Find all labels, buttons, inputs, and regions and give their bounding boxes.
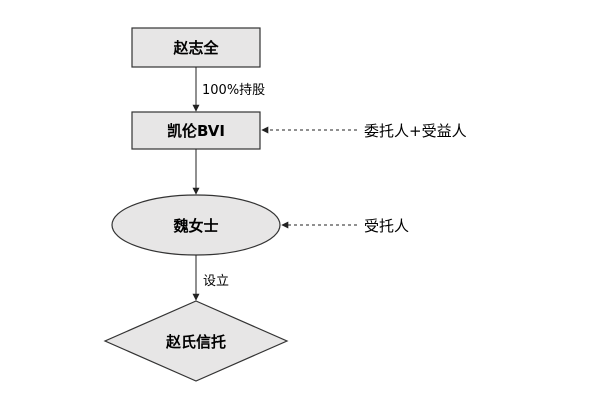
node-kailun-bvi-label: 凯伦BVI bbox=[167, 122, 225, 140]
trustee-label: 受托人 bbox=[364, 217, 409, 235]
node-ms-wei: 魏女士 bbox=[111, 194, 281, 256]
node-zhao-trust-diamond bbox=[103, 300, 289, 382]
node-zhao-trust-label: 赵氏信托 bbox=[165, 333, 226, 351]
node-zhao-zhiquan-box bbox=[131, 27, 261, 68]
node-zhao-zhiquan: 赵志全 bbox=[131, 27, 261, 68]
node-kailun-bvi-box bbox=[131, 111, 261, 150]
settlor-beneficiary-label: 委托人+受益人 bbox=[364, 122, 467, 140]
node-zhao-trust: 赵氏信托 bbox=[103, 300, 289, 382]
edge-holding-label: 100%持股 bbox=[202, 83, 265, 98]
edge-establish-label: 设立 bbox=[203, 274, 229, 289]
node-kailun-bvi: 凯伦BVI bbox=[131, 111, 261, 150]
node-zhao-zhiquan-label: 赵志全 bbox=[172, 39, 219, 57]
node-ms-wei-label: 魏女士 bbox=[172, 217, 218, 235]
